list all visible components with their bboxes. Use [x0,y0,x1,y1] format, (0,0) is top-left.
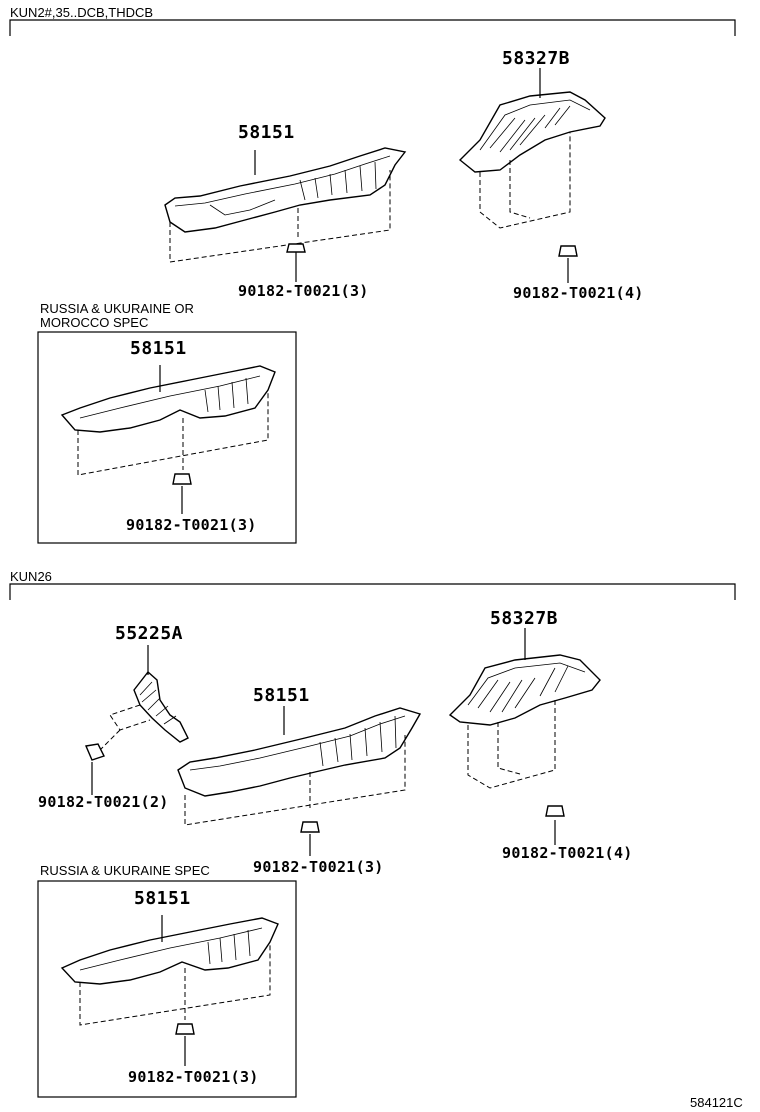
section-2-cover-clip-part-number: 90182-T0021(3) [253,858,384,876]
section-2-bracket-clip-icon [545,805,565,817]
section-1-header: KUN2#,35..DCB,THDCB [10,5,154,20]
section-2-spec-clip-part-number: 90182-T0021(3) [128,1068,259,1086]
section-2-bracket-illustration [448,628,601,845]
section-1-bracket-illustration [458,68,606,283]
section-1-bracket-clip-part-number: 90182-T0021(4) [513,284,644,302]
section-1-spec-part-number: 58151 [130,338,187,359]
section-2-guard-part-number: 55225A [115,623,184,644]
section-1-bracket-line [9,19,736,36]
section-2-cover-clip-icon [300,821,320,833]
section-2-bracket-part-number: 58327B [490,608,559,629]
section-1-cover-clip-icon [286,243,306,253]
section-2-guard-clip-part-number: 90182-T0021(2) [38,793,169,811]
section-2-bracket-line [9,583,736,600]
section-2-spec-box [37,880,297,1098]
section-2-spec-part-number: 58151 [134,888,191,909]
section-1-cover-illustration [164,147,407,282]
diagram-code: 584121C [690,1095,743,1110]
section-2-header: KUN26 [10,569,52,584]
section-2-guard-illustration [91,645,189,795]
section-2-bracket-clip-part-number: 90182-T0021(4) [502,844,633,862]
section-1-spec-box [37,331,297,544]
section-1-bracket-part-number: 58327B [502,48,571,69]
section-2-cover-illustration [177,706,422,856]
section-1-cover-part-number: 58151 [238,122,295,143]
section-2-spec-title-line1: RUSSIA & UKURAINE SPEC [40,863,210,878]
section-1-cover-clip-part-number: 90182-T0021(3) [238,282,369,300]
section-1-spec-title-line2: MOROCCO SPEC [40,315,149,330]
section-1-spec-title-line1: RUSSIA & UKURAINE OR [40,301,194,316]
section-1-bracket-clip-icon [558,245,578,257]
section-1-spec-clip-part-number: 90182-T0021(3) [126,516,257,534]
section-2-cover-part-number: 58151 [253,685,310,706]
section-2-guard-clip-icon [85,743,105,761]
